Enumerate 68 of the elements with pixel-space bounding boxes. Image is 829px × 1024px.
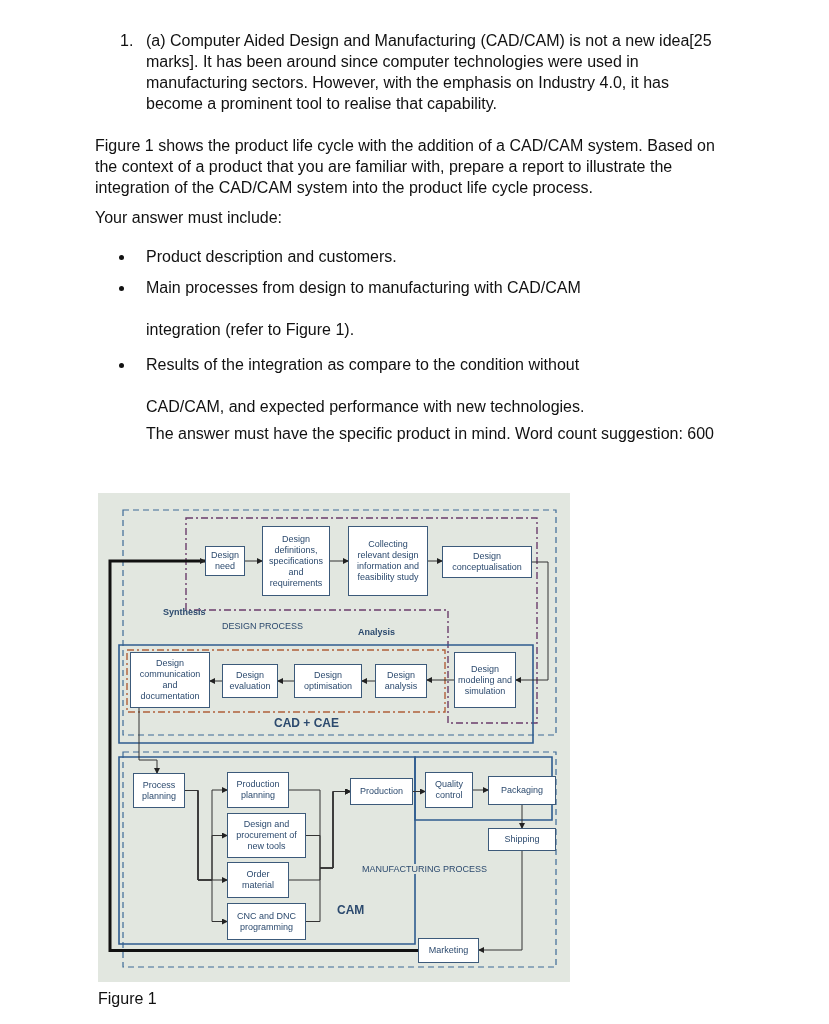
box-label: Design need xyxy=(210,550,240,572)
arrow xyxy=(329,558,349,564)
arrow xyxy=(108,558,418,952)
box-label: Design conceptualisation xyxy=(451,551,523,573)
process-box xyxy=(222,664,278,698)
box-label: Design modeling and simulation xyxy=(456,663,513,697)
process-box xyxy=(262,526,330,596)
instruction-text: The answer must have the specific product in mind. Word count suggestion: 600 xyxy=(146,424,715,444)
instruction-text: Your answer must include: xyxy=(95,208,284,228)
region-label: DESIGN PROCESS xyxy=(222,621,304,631)
bullet-text: Main processes from design to manufacturing with CAD/CAM integration (refer to Figure 1). xyxy=(146,278,582,340)
bullet-text: Results of the integration as compare to the condition without CAD/CAM, and expected performance with new technologies. xyxy=(146,355,586,417)
arrow xyxy=(138,707,160,774)
box-label: Design optimisation xyxy=(303,670,353,692)
process-box xyxy=(227,772,289,808)
box-label: Production xyxy=(359,786,404,797)
process-box xyxy=(488,776,556,805)
process-box xyxy=(133,773,185,808)
process-box xyxy=(488,828,556,851)
process-box xyxy=(227,903,306,940)
box-label: Design definitions, specifications and requirements xyxy=(268,533,324,589)
bullet-text: Product description and customers. xyxy=(146,247,398,267)
box-label: Design evaluation xyxy=(228,670,272,692)
arrow xyxy=(277,678,295,684)
box-label: Marketing xyxy=(427,945,470,956)
box-label: Quality control xyxy=(434,779,464,801)
box-label: Design and procurement of new tools xyxy=(235,819,298,852)
region-label: CAD + CAE xyxy=(274,716,339,730)
process-box xyxy=(130,652,210,708)
arrow xyxy=(244,558,263,564)
arrow xyxy=(519,804,525,829)
region-label: MANUFACTURING PROCESS xyxy=(362,864,487,874)
figure-caption: Figure 1 xyxy=(98,989,157,1009)
box-label: Order material xyxy=(241,869,275,891)
process-box xyxy=(227,862,289,898)
list-number: 1. xyxy=(120,31,135,51)
region-label: CAM xyxy=(337,903,365,917)
arrow xyxy=(184,790,228,925)
question-text: (a) Computer Aided Design and Manufacturing (CAD/CAM) is not a new idea[25 marks]. It has been around since computer technologies were used in manufacturing sectors. However, with the emphasis on Industry 4.0, it has become a prominent tool to realise that capability. xyxy=(146,31,713,114)
box-label: CNC and DNC programming xyxy=(236,910,297,933)
process-box xyxy=(375,664,427,698)
arrow xyxy=(361,678,376,684)
process-box xyxy=(350,778,413,805)
arrow xyxy=(426,677,455,683)
arrow xyxy=(412,788,426,795)
process-box xyxy=(454,652,516,708)
process-box xyxy=(294,664,362,698)
box-label: Design analysis xyxy=(383,670,419,692)
box-label: Shipping xyxy=(503,834,541,845)
box-label: Packaging xyxy=(500,785,544,796)
arrow xyxy=(478,850,523,953)
arrow xyxy=(515,561,549,683)
region-label: Synthesis xyxy=(163,607,206,617)
arrow xyxy=(209,678,223,684)
arrow xyxy=(305,788,351,922)
arrow xyxy=(472,787,489,793)
box-label: Process planning xyxy=(141,779,177,802)
box-label: Design communication and documentation xyxy=(138,658,202,702)
region-label: Analysis xyxy=(358,627,396,637)
arrow xyxy=(427,558,443,564)
process-box xyxy=(442,546,532,578)
process-box xyxy=(348,526,428,596)
process-box xyxy=(418,938,479,963)
process-box xyxy=(227,813,306,858)
instruction-text: Figure 1 shows the product life cycle with the addition of a CAD/CAM system. Based on the context of a product that you are familiar with, prepare a report to illustrate the integration of the CAD/CAM system into the product life cycle process. xyxy=(95,136,716,198)
box-label: Collecting relevant design information and feasibility study xyxy=(355,539,420,583)
process-box xyxy=(425,772,473,808)
box-label: Production planning xyxy=(235,779,281,801)
